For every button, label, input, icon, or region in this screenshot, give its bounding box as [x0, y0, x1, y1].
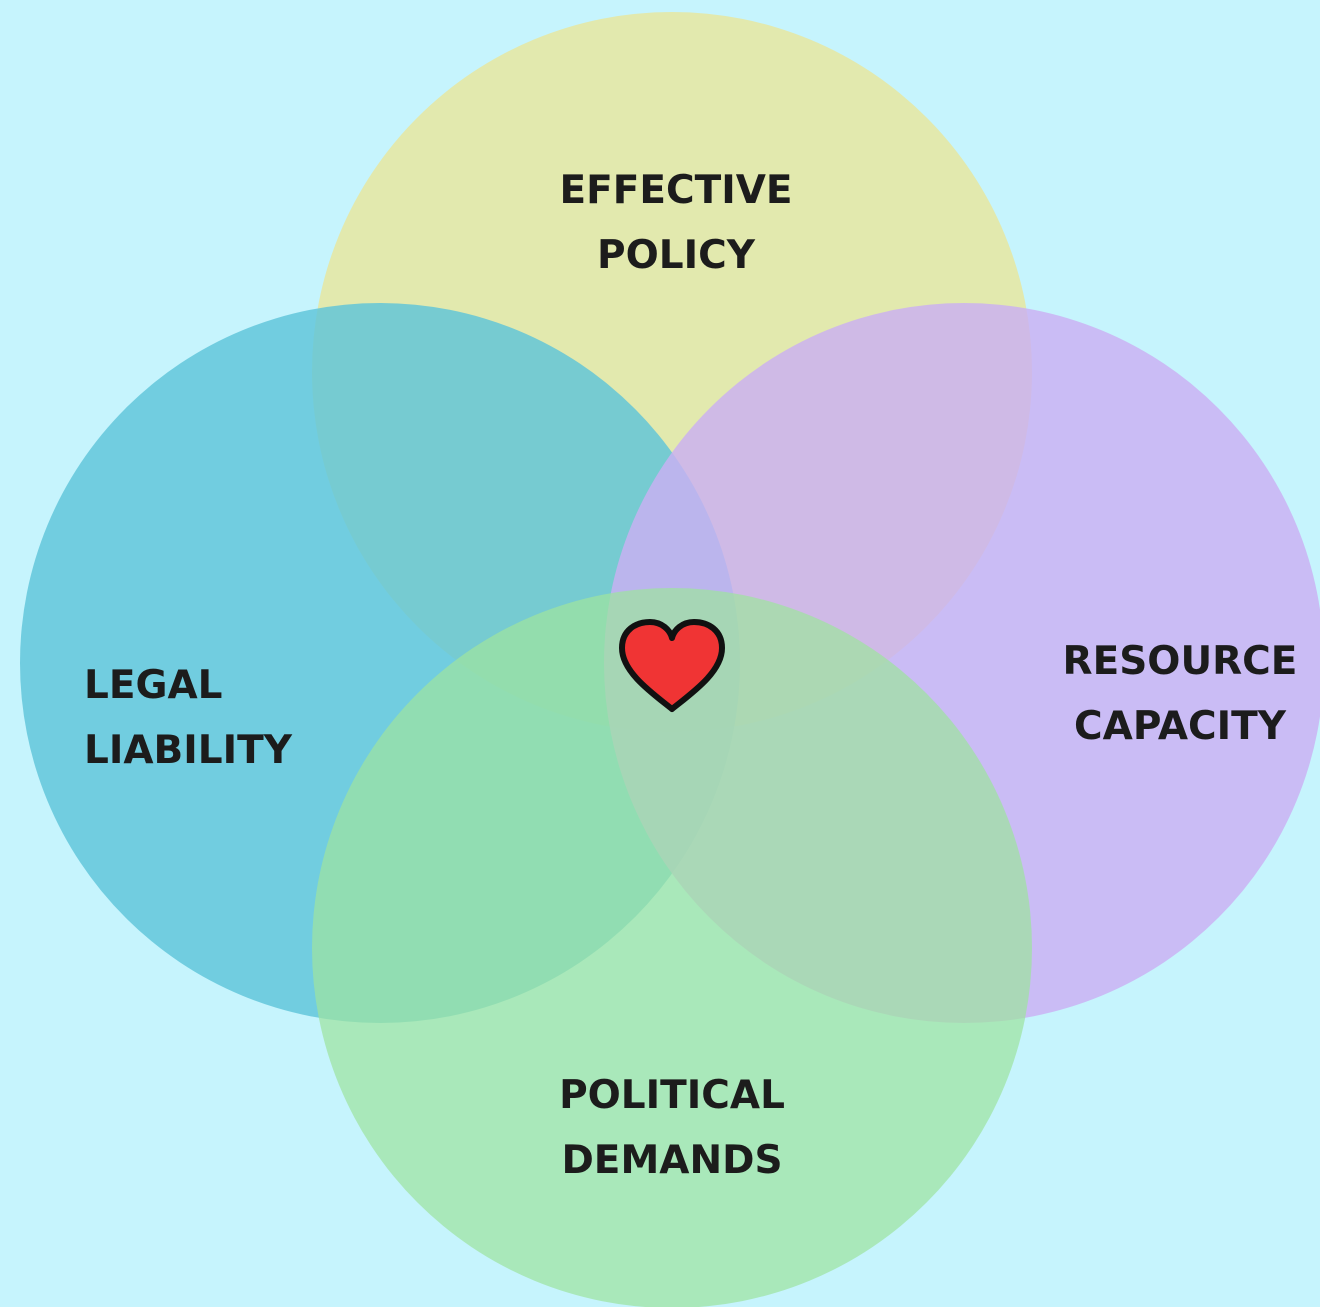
label-effective-policy-line1: EFFECTIVE: [559, 168, 792, 213]
label-political-demands-line1: POLITICAL: [559, 1073, 785, 1118]
heart-icon: [619, 619, 725, 712]
label-resource-capacity-line1: RESOURCE: [1063, 639, 1298, 684]
circle-political-demands: [312, 588, 1032, 1307]
label-legal-liability-line1: LEGAL: [84, 663, 223, 708]
label-political-demands-line2: DEMANDS: [561, 1138, 782, 1183]
label-resource-capacity-line2: CAPACITY: [1074, 704, 1287, 749]
label-effective-policy-line2: POLICY: [597, 233, 756, 278]
label-legal-liability-line2: LIABILITY: [84, 728, 293, 773]
